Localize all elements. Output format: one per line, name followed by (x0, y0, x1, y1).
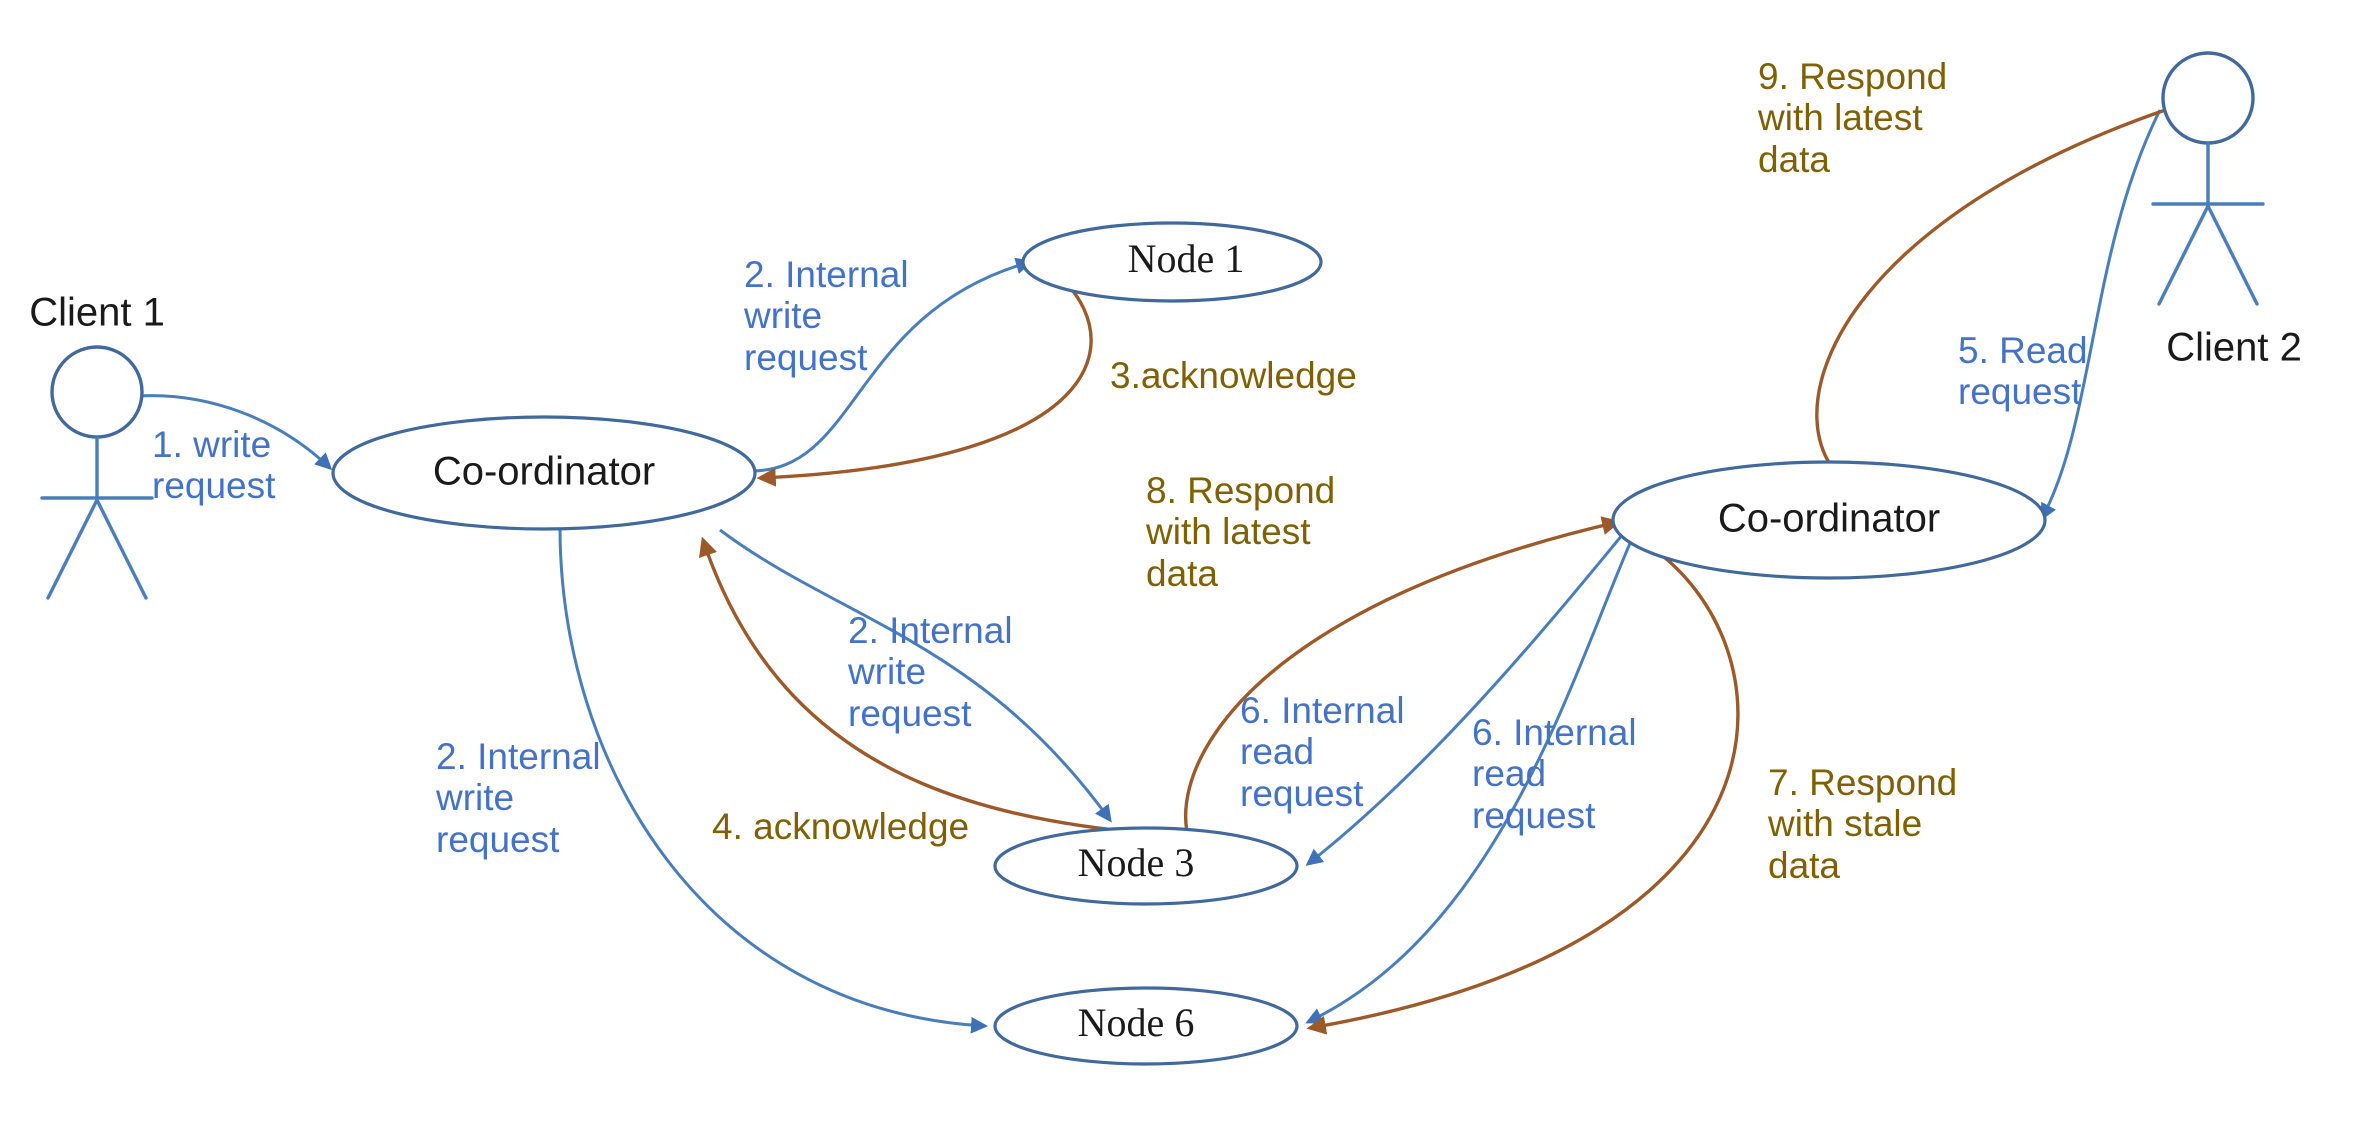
edge-label-9-line2: with latest (1758, 97, 1923, 139)
edge-label-4-line1: 4. acknowledge (712, 806, 970, 847)
edge-2a-internal-write-request (751, 257, 1033, 473)
client1-head (50, 345, 144, 439)
edge-label-7-line1: 7. Respond (1768, 762, 1958, 803)
node-coord-right[interactable] (1611, 460, 2047, 580)
edge-3-acknowledge (756, 266, 1093, 487)
node-coord-left-label: Co-ordinator (433, 450, 655, 494)
node-node1[interactable] (1021, 221, 1323, 303)
edge-label-2b-line1: 2. Internal (848, 610, 1013, 651)
edge-label-6a-line2: read (1240, 731, 1315, 773)
edge-label-2a-line2: write (744, 295, 823, 337)
edge-label-2a-line3: request (744, 336, 868, 378)
client2-leg-left (2157, 204, 2210, 306)
edge-label-5-line1: 5. Read (1958, 330, 2088, 371)
node-coord-right-label: Co-ordinator (1718, 497, 1940, 541)
edge-label-3-line1: 3.acknowledge (1110, 355, 1357, 396)
node-node6[interactable] (993, 986, 1299, 1066)
edge-label-6b-internal-read-request: 6. Internal read request (1472, 712, 1637, 836)
edge-label-3-acknowledge: 3.acknowledge (1110, 355, 1357, 396)
edge-label-6b-line3: request (1472, 794, 1596, 836)
edge-label-2b-internal-write-request: 2. Internal write request (848, 610, 1013, 734)
client2-leg-right (2206, 204, 2259, 306)
edge-label-6a-internal-read-request: 6. Internal read request (1240, 690, 1405, 814)
edge-6a-internal-read-request (1305, 527, 1630, 866)
edge-label-7-line3: data (1768, 844, 1841, 886)
edge-label-2c-line2: write (436, 777, 515, 819)
edge-label-6b-line1: 6. Internal (1472, 712, 1637, 753)
node-coord-left[interactable] (331, 415, 757, 531)
edge-label-2c-line3: request (436, 818, 560, 860)
edge-label-9-respond-with-latest-data: 9. Respond with latest data (1758, 56, 1947, 180)
edge-label-6a-line3: request (1240, 772, 1364, 814)
edge-label-8-line1: 8. Respond (1146, 470, 1336, 511)
edge-2b-internal-write-request (719, 528, 1112, 823)
edge-label-7-respond-with-stale-data: 7. Respond with stale data (1768, 762, 1957, 886)
node-node1-label: Node 1 (1128, 236, 1245, 281)
edge-label-2a-internal-write-request: 2. Internal write request (744, 254, 909, 378)
edge-label-9-line1: 9. Respond (1758, 56, 1948, 97)
client2-head (2161, 51, 2255, 145)
client1-leg-right (95, 498, 148, 600)
actor-client1[interactable] (40, 345, 154, 600)
edge-label-4-acknowledge: 4. acknowledge (712, 806, 969, 847)
node-node3[interactable] (993, 826, 1299, 906)
edge-7-respond-with-stale-data (1306, 543, 1740, 1035)
edge-6b-internal-read-request (1305, 533, 1636, 1024)
actor-client2[interactable] (2151, 51, 2265, 306)
edge-label-1-line2: request (152, 465, 276, 507)
edge-1-write-request (136, 394, 333, 471)
edge-label-5-read-request: 5. Read request (1958, 330, 2088, 413)
edge-label-1-line1: 1. write (152, 424, 272, 465)
edge-label-6a-line1: 6. Internal (1240, 690, 1405, 731)
edge-label-2b-line3: request (848, 692, 972, 734)
edge-label-9-line3: data (1758, 138, 1831, 180)
actor-client1-label: Client 1 (29, 291, 165, 335)
node-node6-label: Node 6 (1078, 1000, 1195, 1045)
edge-label-8-line3: data (1146, 552, 1219, 594)
edge-label-2a-line1: 2. Internal (744, 254, 909, 295)
node-node3-label: Node 3 (1078, 840, 1195, 885)
edge-label-6b-line2: read (1472, 753, 1547, 795)
edge-label-2c-internal-write-request: 2. Internal write request (436, 736, 601, 860)
edge-label-7-line2: with stale (1768, 803, 1923, 845)
actor-client2-label: Client 2 (2166, 326, 2302, 370)
edge-label-2b-line2: write (848, 651, 927, 693)
edge-label-8-respond-with-latest-data: 8. Respond with latest data (1146, 470, 1335, 594)
edge-label-8-line2: with latest (1146, 511, 1311, 553)
edge-2c-internal-write-request (558, 526, 989, 1034)
edge-label-2c-line1: 2. Internal (436, 736, 601, 777)
edge-label-5-line2: request (1958, 371, 2082, 413)
client1-leg-left (46, 498, 99, 600)
edge-label-1-write-request: 1. write request (152, 424, 275, 507)
edge-5-read-request (2040, 109, 2162, 521)
